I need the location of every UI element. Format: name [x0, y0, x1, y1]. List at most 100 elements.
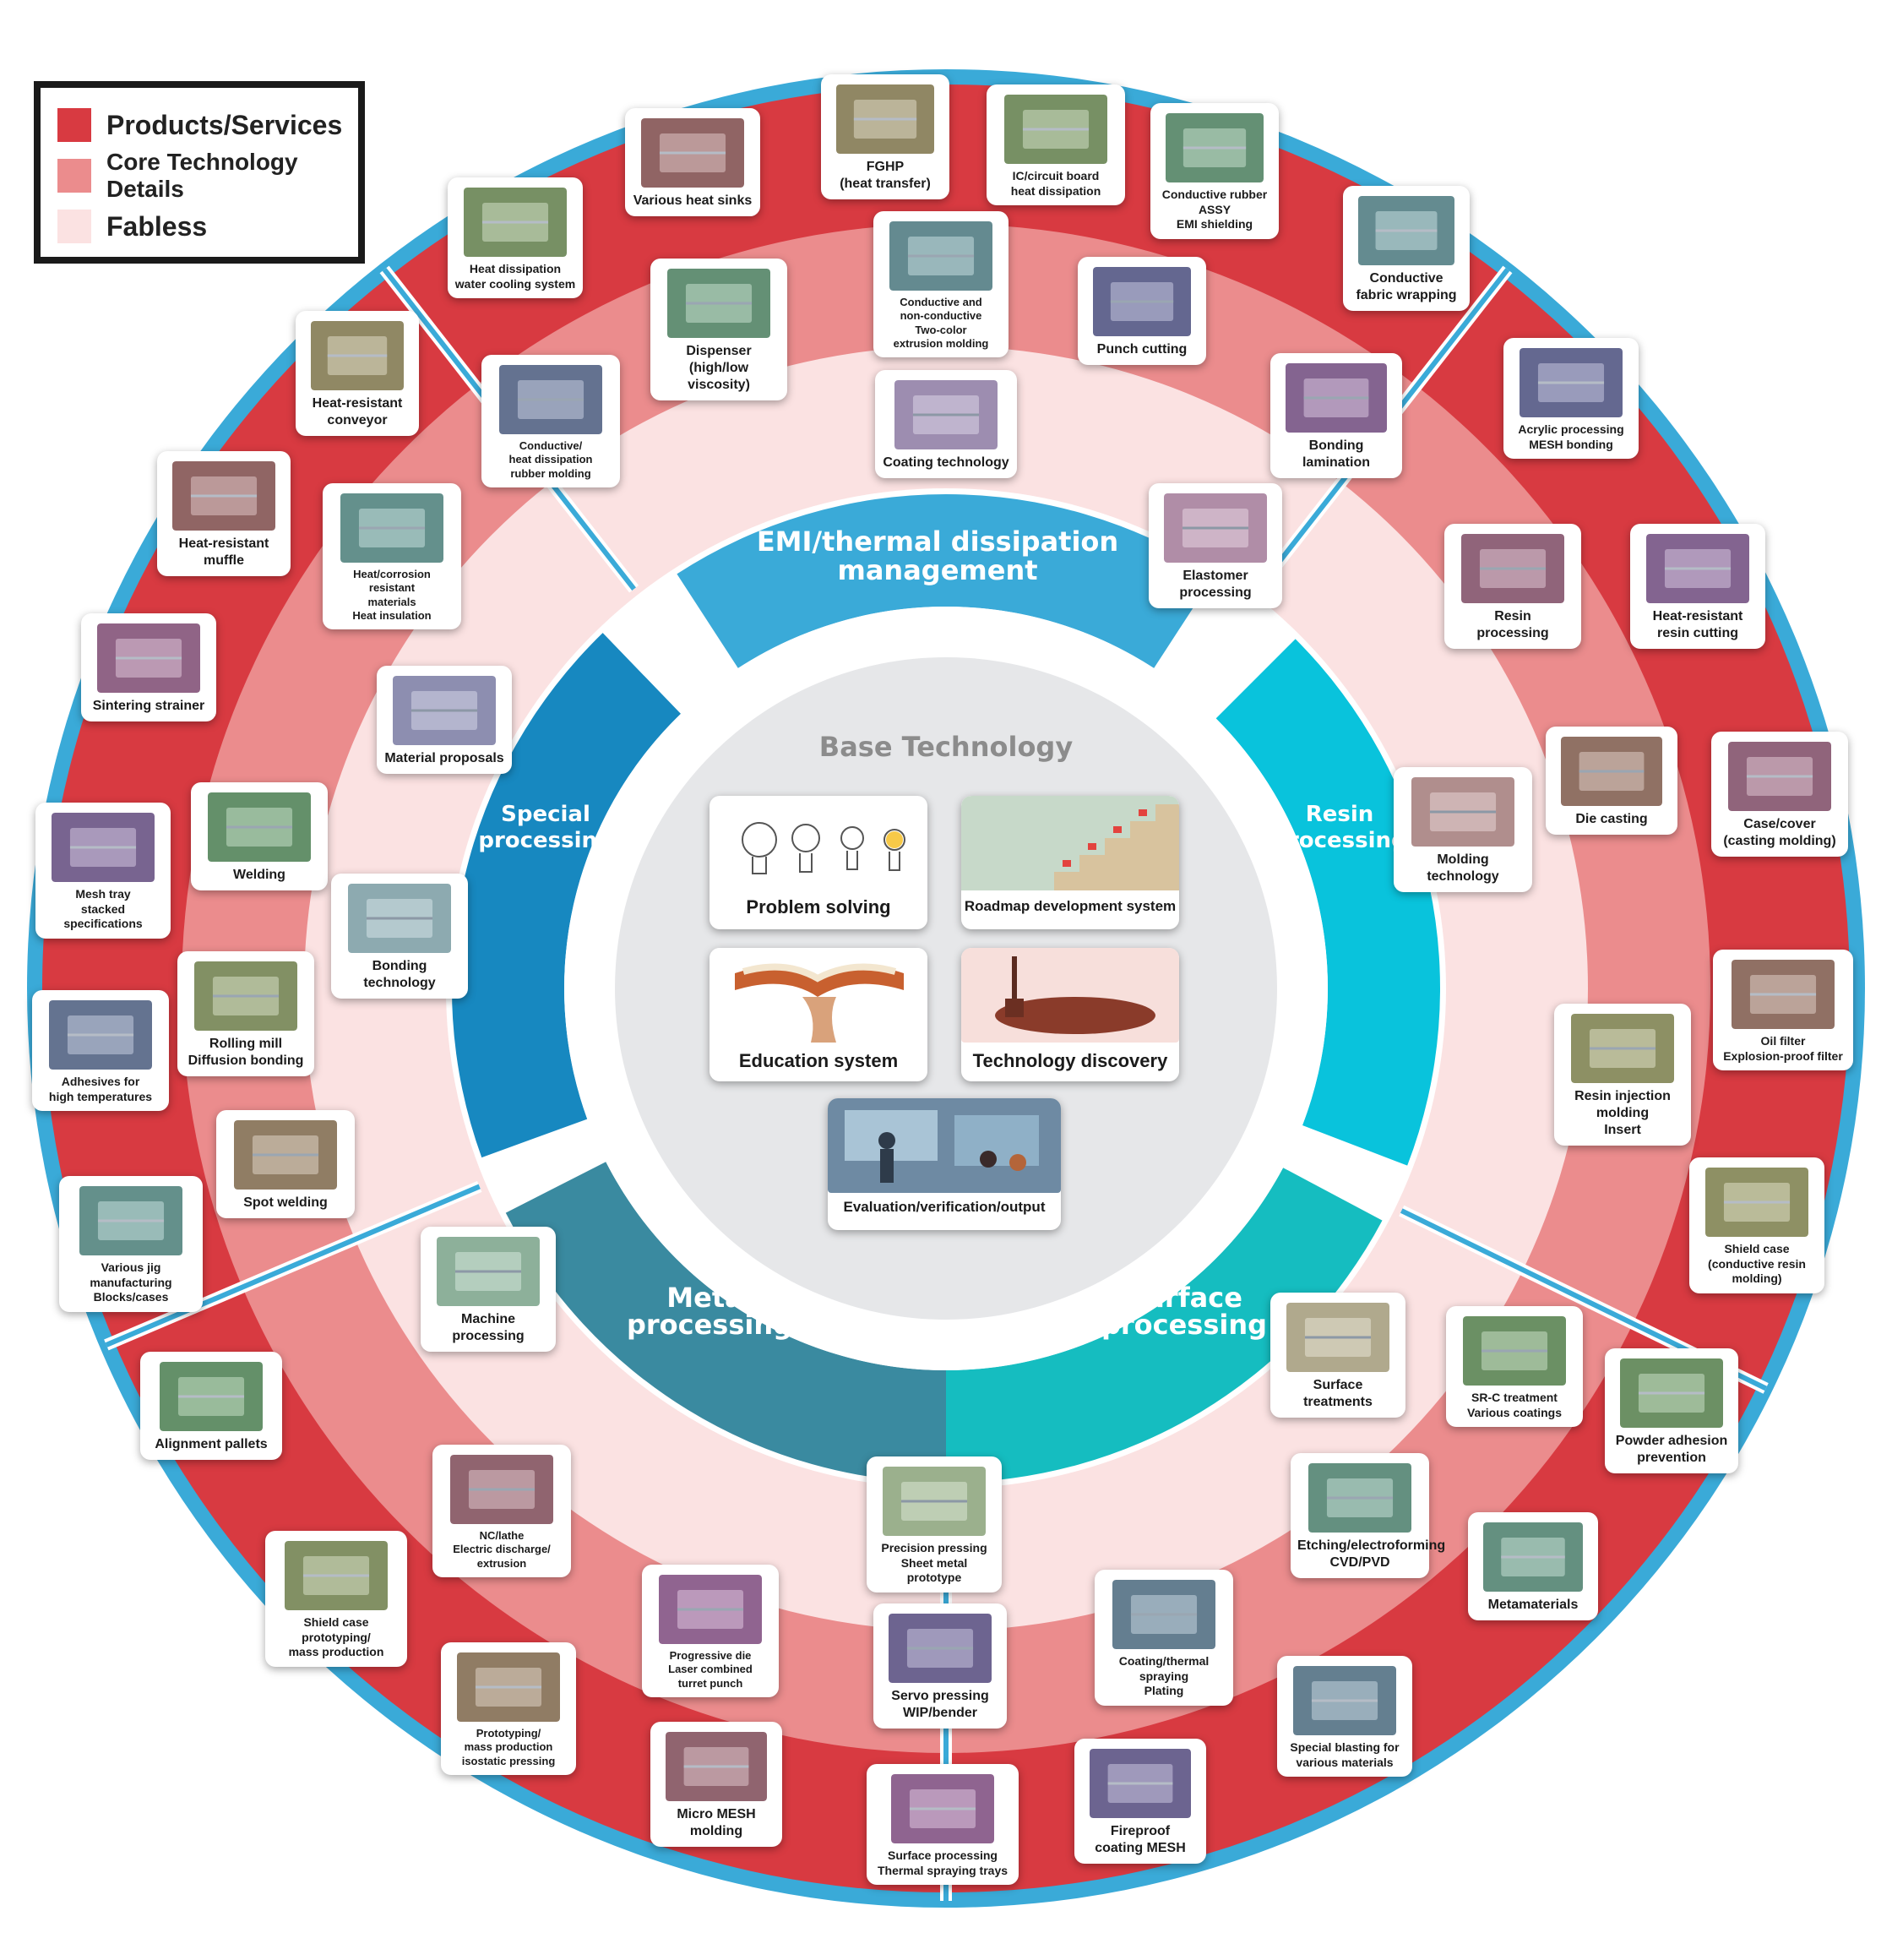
- item-card-fabless: Molding technology: [1394, 767, 1532, 892]
- servo-icon: [889, 1614, 992, 1683]
- molding-icon: [1411, 777, 1514, 847]
- item-card-fabless: Material proposals: [377, 666, 512, 774]
- item-card-core: Conductive and non-conductive Two-color …: [873, 211, 1009, 357]
- item-card-products: Fireproof coating MESH: [1074, 1739, 1206, 1864]
- base-card-problem-solving: Problem solving: [710, 796, 927, 929]
- item-card-products: Mesh tray stacked specifications: [35, 803, 171, 939]
- punch-cut-icon: [1093, 267, 1191, 336]
- legend-item-products: Products/Services: [57, 100, 358, 150]
- item-label: Punch cutting: [1096, 342, 1188, 357]
- item-label: Metamaterials: [1487, 1598, 1579, 1612]
- welding-icon: [208, 792, 311, 862]
- item-card-core: Punch cutting: [1078, 257, 1206, 365]
- etching-icon: [1308, 1463, 1411, 1533]
- item-label: Case/cover (casting molding): [1723, 817, 1836, 848]
- item-card-fabless: Coating technology: [875, 370, 1017, 478]
- item-label: Oil filter Explosion-proof filter: [1723, 1034, 1843, 1063]
- spraying-icon: [1112, 1580, 1215, 1649]
- sector-0: [677, 494, 1215, 668]
- item-card-core: Resin injection molding Insert: [1554, 1004, 1691, 1146]
- item-card-core: NC/lathe Electric discharge/ extrusion: [432, 1445, 571, 1577]
- sector-1: [1215, 639, 1440, 1166]
- item-card-products: Surface processing Thermal spraying tray…: [867, 1764, 1019, 1885]
- item-label: Bonding lamination: [1302, 438, 1370, 470]
- heat-pipe-icon: [836, 84, 934, 154]
- resin-cut-icon: [1646, 534, 1749, 603]
- item-card-products: Heat dissipation water cooling system: [448, 177, 583, 298]
- item-card-products: Various jig manufacturing Blocks/cases: [59, 1176, 203, 1312]
- item-card-fabless: Surface treatments: [1270, 1293, 1405, 1418]
- oil-filter-icon: [1732, 960, 1835, 1029]
- item-label: Alignment pallets: [155, 1437, 268, 1451]
- strainer-icon: [97, 623, 200, 693]
- water-cooling-icon: [464, 188, 567, 257]
- tray-icon: [891, 1774, 994, 1843]
- item-card-products: Case/cover (casting molding): [1711, 732, 1848, 857]
- item-card-products: Heat-resistant conveyor: [296, 311, 419, 436]
- item-label: Sintering strainer: [92, 699, 205, 713]
- item-label: Fireproof coating MESH: [1095, 1824, 1186, 1855]
- elastomer-icon: [1164, 493, 1267, 563]
- fabric-icon: [1358, 196, 1454, 265]
- item-card-core: Welding: [191, 782, 328, 890]
- machine-icon: [437, 1237, 540, 1306]
- item-card-core: SR-C treatment Various coatings: [1446, 1306, 1583, 1427]
- item-label: Heat-resistant conveyor: [312, 396, 403, 427]
- item-label: Various heat sinks: [633, 193, 753, 208]
- item-card-core: Resin processing: [1444, 524, 1581, 649]
- item-card-core: Progressive die Laser combined turret pu…: [642, 1565, 779, 1697]
- legend-swatch-products: [57, 108, 91, 142]
- rubber-icon: [499, 365, 602, 434]
- item-label: Elastomer processing: [1179, 569, 1252, 600]
- base-card-education: Education system: [710, 948, 927, 1081]
- item-label: Coating technology: [883, 455, 1009, 470]
- item-label: Coating/thermal spraying Plating: [1118, 1654, 1210, 1697]
- item-label: Welding: [233, 868, 285, 882]
- item-label: Mesh tray stacked specifications: [63, 887, 143, 930]
- item-label: Dispenser (high/low viscosity): [686, 344, 752, 392]
- base-label-discovery: Technology discovery: [972, 1050, 1168, 1071]
- item-card-core: Spot welding: [216, 1110, 355, 1218]
- item-card-core: Servo pressing WIP/bender: [873, 1603, 1007, 1729]
- base-label-problem-solving: Problem solving: [746, 896, 891, 917]
- pressing-icon: [883, 1467, 986, 1536]
- base-card-discovery: Technology discovery: [961, 948, 1179, 1081]
- sector-2: [946, 1168, 1383, 1483]
- item-label: Molding technology: [1427, 852, 1499, 884]
- item-card-products: Special blasting for various materials: [1277, 1656, 1412, 1777]
- legend-swatch-fabless: [57, 210, 91, 243]
- item-card-fabless: Machine processing: [421, 1227, 556, 1352]
- casting-icon: [1728, 742, 1831, 811]
- base-label-evaluation: Evaluation/verification/output: [843, 1199, 1046, 1215]
- item-label: Spot welding: [243, 1195, 328, 1210]
- spot-weld-icon: [234, 1120, 337, 1190]
- item-label: Machine processing: [452, 1312, 525, 1343]
- conveyor-icon: [311, 321, 404, 390]
- item-label: Resin injection molding Insert: [1574, 1089, 1671, 1137]
- item-card-products: Prototyping/ mass production isostatic p…: [441, 1642, 576, 1775]
- item-card-products: Acrylic processing MESH bonding: [1503, 338, 1639, 459]
- item-card-products: Conductive fabric wrapping: [1343, 186, 1470, 311]
- shield-proto-icon: [285, 1541, 388, 1610]
- base-technology-title: Base Technology: [819, 731, 1074, 763]
- item-card-products: Conductive rubber ASSY EMI shielding: [1150, 103, 1279, 239]
- item-card-core: Dispenser (high/low viscosity): [650, 259, 787, 400]
- rolling-icon: [194, 961, 297, 1031]
- sector-label-4-line-1: processing: [478, 828, 612, 853]
- item-label: Acrylic processing MESH bonding: [1518, 422, 1624, 451]
- micro-mesh-icon: [666, 1732, 767, 1801]
- sector-3: [505, 1162, 946, 1483]
- circuit-board-icon: [1004, 95, 1107, 164]
- muffle-icon: [172, 461, 275, 531]
- sector-label-4-line-0: Special: [501, 802, 590, 827]
- item-label: Heat dissipation water cooling system: [454, 262, 576, 291]
- sector-divider-accent-4: [105, 1184, 481, 1348]
- die-casting-icon: [1561, 737, 1662, 806]
- item-card-fabless: Bonding technology: [331, 874, 468, 999]
- item-card-fabless: Elastomer processing: [1149, 483, 1282, 608]
- item-label: IC/circuit board heat dissipation: [1010, 169, 1101, 198]
- funnel-icon: [1620, 1358, 1723, 1428]
- resin-icon: [1461, 534, 1564, 603]
- item-card-core: Etching/electroforming CVD/PVD: [1291, 1453, 1445, 1578]
- lightbulb-icon: [742, 822, 905, 874]
